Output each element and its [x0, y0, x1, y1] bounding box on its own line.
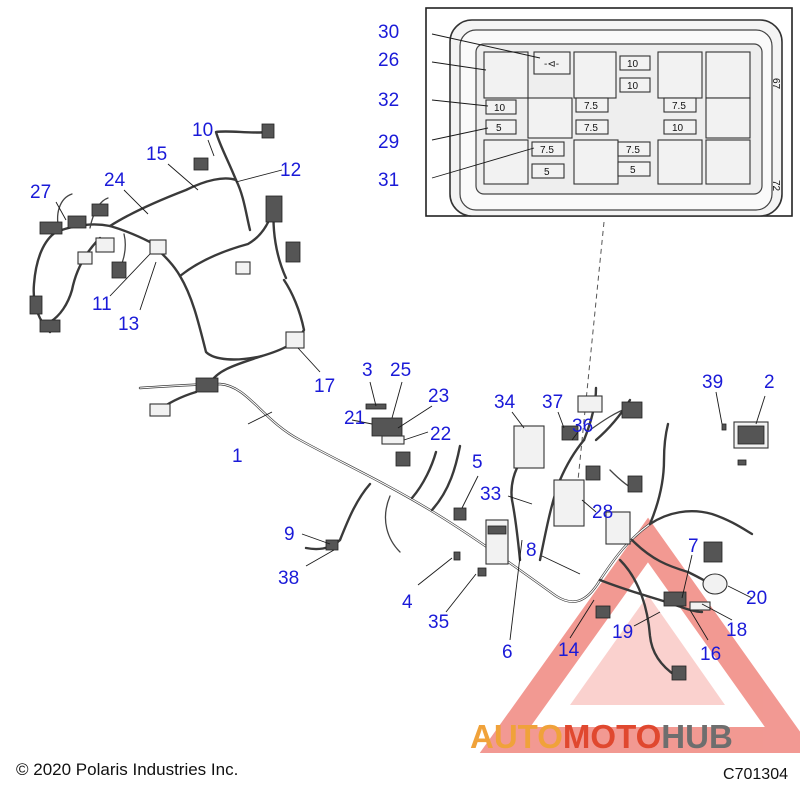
callout-33: 33	[480, 484, 501, 505]
callout-numbers: 1 2 3 4 5 6 7 8 9 10 11 12 13 14 15 16 1…	[30, 22, 775, 665]
callout-31: 31	[378, 170, 399, 191]
callout-21: 21	[344, 408, 365, 429]
fuse-label: 10	[672, 123, 684, 134]
callout-2: 2	[764, 372, 775, 393]
callout-7: 7	[688, 536, 699, 557]
callout-16: 16	[700, 644, 721, 665]
fuse-label: 7.5	[584, 101, 598, 112]
callout-20: 20	[746, 588, 767, 609]
callout-36: 36	[572, 416, 593, 437]
callout-22: 22	[430, 424, 451, 445]
callout-39: 39	[702, 372, 723, 393]
callout-23: 23	[428, 386, 449, 407]
fuse-label: 10	[627, 81, 639, 92]
copyright-notice: © 2020 Polaris Industries Inc.	[16, 760, 239, 779]
callout-9: 9	[284, 524, 295, 545]
fuse-box-mark: 67	[770, 78, 781, 90]
fuse-label: 5	[544, 167, 550, 178]
callout-18: 18	[726, 620, 747, 641]
watermark-triangle-logo	[479, 517, 800, 753]
callout-37: 37	[542, 392, 563, 413]
callout-14: 14	[558, 640, 580, 661]
callout-34: 34	[494, 392, 516, 413]
fuse-box-inset: -⊲- 10 10 7.5 7.5 10 5 7.5 10 7.5 7.5 5 …	[425, 7, 793, 217]
callout-17: 17	[314, 376, 335, 397]
callout-6: 6	[502, 642, 513, 663]
callout-32: 32	[378, 90, 399, 111]
fuse-label: 7.5	[584, 123, 598, 134]
callout-35: 35	[428, 612, 449, 633]
callout-12: 12	[280, 160, 301, 181]
harness-connectors	[29, 123, 769, 681]
callout-5: 5	[472, 452, 483, 473]
diagram-part-number: C701304	[723, 766, 788, 783]
callout-13: 13	[118, 314, 139, 335]
callout-8: 8	[526, 540, 537, 561]
callout-26: 26	[378, 50, 399, 71]
fuse-label: 7.5	[540, 145, 554, 156]
fuse-box-mark: 72	[770, 180, 781, 192]
fuse-slots	[485, 55, 697, 179]
callout-leaders	[55, 139, 766, 641]
callout-1: 1	[232, 446, 243, 467]
fuse-label: 7.5	[626, 145, 640, 156]
callout-4: 4	[402, 592, 413, 613]
callout-27: 27	[30, 182, 51, 203]
fuse-label: 10	[494, 103, 506, 114]
callout-19: 19	[612, 622, 633, 643]
callout-30: 30	[378, 22, 399, 43]
callout-11: 11	[92, 294, 112, 315]
callout-29: 29	[378, 132, 399, 153]
callout-10: 10	[192, 120, 213, 141]
svg-text:-⊲-: -⊲-	[544, 59, 559, 70]
fuse-label: 5	[630, 165, 636, 176]
callout-28: 28	[592, 502, 613, 523]
watermark-auto: AUTO	[470, 718, 563, 755]
watermark-moto: MOTO	[562, 718, 662, 755]
watermark-hub: HUB	[661, 718, 733, 755]
callout-25: 25	[390, 360, 411, 381]
watermark-logo-text: AUTOMOTOHUB	[470, 718, 733, 756]
callout-24: 24	[104, 170, 126, 191]
callout-38: 38	[278, 568, 299, 589]
callout-15: 15	[146, 144, 167, 165]
detail-pointer-line	[573, 221, 605, 521]
fuse-label: 10	[627, 59, 639, 70]
callout-3: 3	[362, 360, 373, 381]
fuse-label: 5	[496, 123, 502, 134]
fuse-label: 7.5	[672, 101, 686, 112]
main-wire-harness	[32, 130, 754, 678]
